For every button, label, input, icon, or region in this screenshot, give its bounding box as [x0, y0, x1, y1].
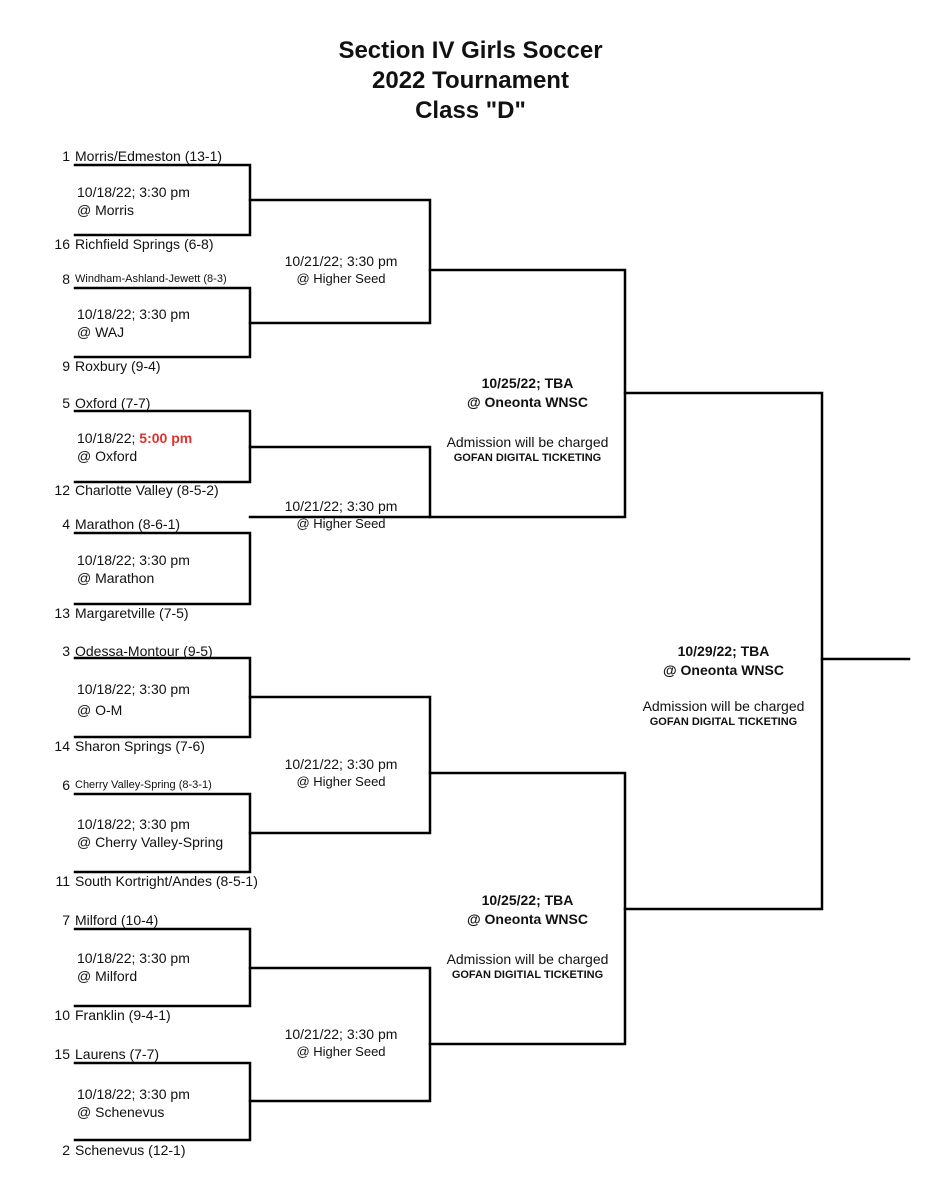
ticketing-note: GOFAN DIGITAL TICKETING: [453, 452, 602, 464]
team-name: Oxford (7-7): [75, 395, 151, 411]
game-time-highlight: 5:00 pm: [139, 430, 193, 446]
ticketing-note: GOFAN DIGITAL TICKETING: [649, 716, 798, 728]
team-name: Franklin (9-4-1): [75, 1007, 171, 1023]
seed-label: 4: [62, 516, 70, 532]
game-date: 10/18/22; 3:30 pm: [77, 552, 190, 568]
team-name: Charlotte Valley (8-5-2): [75, 482, 219, 498]
title-line-2: 2022 Tournament: [372, 67, 569, 94]
game-date-prefix: 10/18/22;: [77, 430, 140, 446]
team-name: Cherry Valley-Spring (8-3-1): [75, 779, 212, 791]
r1-game-5: 10/18/22; 3:30 pm @ O-M: [77, 679, 190, 721]
seed-label: 11: [55, 873, 70, 889]
r1-line-4: [73, 531, 252, 606]
team-name: Roxbury (9-4): [75, 358, 161, 374]
game-date: 10/21/22; 3:30 pm: [284, 498, 398, 514]
r1-game-1: 10/18/22; 3:30 pm @ Morris: [77, 183, 190, 219]
game-venue: @ Oxford: [77, 448, 138, 464]
admission-note: Admission will be charged: [446, 434, 609, 450]
seed-label: 8: [62, 271, 70, 287]
team-name: Laurens (7-7): [75, 1046, 160, 1062]
seed-label: 14: [54, 738, 70, 754]
r2-line-3: [248, 695, 432, 835]
seed-label: 1: [62, 148, 70, 164]
seed-label: 12: [54, 482, 70, 498]
semi-game-2: 10/25/22; TBA @ Oneonta WNSC Admission w…: [430, 892, 625, 981]
game-venue: @ O-M: [77, 702, 123, 718]
title-line-3: Class "D": [415, 97, 526, 124]
game-date: 10/18/22; 3:30 pm: [77, 816, 190, 832]
game-venue: @ Higher Seed: [296, 271, 386, 286]
seed-label: 7: [62, 912, 70, 928]
r1-game-3: 10/18/22; 5:00 pm @ Oxford: [77, 429, 192, 465]
game-venue: @ Higher Seed: [296, 1044, 386, 1059]
r1-game-6: 10/18/22; 3:30 pm @ Cherry Valley-Spring: [77, 815, 223, 851]
seed-label: 3: [62, 643, 70, 659]
game-date: 10/25/22; TBA: [481, 375, 574, 391]
r1-game-4: 10/18/22; 3:30 pm @ Marathon: [77, 551, 190, 587]
r2-game-1: 10/21/22; 3:30 pm @ Higher Seed: [262, 253, 420, 286]
r2-game-2: 10/21/22; 3:30 pm @ Higher Seed: [262, 498, 420, 531]
seed-label: 2: [62, 1142, 70, 1158]
team-name: Richfield Springs (6-8): [75, 236, 214, 252]
seed-label: 5: [62, 395, 70, 411]
game-date: 10/18/22; 3:30 pm: [77, 681, 190, 697]
game-venue: @ Schenevus: [77, 1104, 165, 1120]
admission-note: Admission will be charged: [642, 698, 805, 714]
admission-note: Admission will be charged: [446, 951, 609, 967]
r2-game-3: 10/21/22; 3:30 pm @ Higher Seed: [262, 756, 420, 789]
seed-label: 15: [54, 1046, 70, 1062]
game-date: 10/29/22; TBA: [677, 643, 770, 659]
r1-game-2: 10/18/22; 3:30 pm @ WAJ: [77, 305, 190, 341]
game-date: 10/21/22; 3:30 pm: [284, 253, 398, 269]
game-venue: @ Higher Seed: [296, 516, 386, 531]
team-name: Milford (10-4): [75, 912, 159, 928]
final-line: [623, 391, 824, 911]
r2-line-4: [248, 966, 432, 1103]
team-name: South Kortright/Andes (8-5-1): [75, 873, 258, 889]
r2-line-2: [248, 445, 432, 519]
r2-line-1: [248, 198, 432, 325]
game-date: 10/18/22; 3:30 pm: [77, 950, 190, 966]
game-venue: @ Milford: [77, 968, 138, 984]
final-game: 10/29/22; TBA @ Oneonta WNSC Admission w…: [625, 643, 822, 728]
title-line-1: Section IV Girls Soccer: [338, 37, 603, 64]
team-name: Margaretville (7-5): [75, 605, 189, 621]
team-name: Odessa-Montour (9-5): [75, 643, 213, 659]
game-date: 10/21/22; 3:30 pm: [284, 1026, 398, 1042]
seed-label: 10: [54, 1007, 70, 1023]
team-name: Sharon Springs (7-6): [75, 738, 205, 754]
game-venue: @ Morris: [77, 202, 134, 218]
game-venue: @ Oneonta WNSC: [663, 662, 784, 678]
ticketing-note: GOFAN DIGITIAL TICKETING: [451, 969, 604, 981]
game-date: 10/21/22; 3:30 pm: [284, 756, 398, 772]
team-name: Schenevus (12-1): [75, 1142, 186, 1158]
game-venue: @ WAJ: [77, 324, 125, 340]
team-name: Morris/Edmeston (13-1): [75, 148, 223, 164]
seed-label: 13: [54, 605, 70, 621]
seed-label: 6: [62, 777, 70, 793]
team-name: Marathon (8-6-1): [75, 516, 181, 532]
game-date: 10/18/22; 3:30 pm: [77, 1086, 190, 1102]
game-date: 10/18/22; 3:30 pm: [77, 184, 190, 200]
game-venue: @ Cherry Valley-Spring: [77, 834, 224, 850]
game-venue: @ Higher Seed: [296, 774, 386, 789]
game-venue: @ Oneonta WNSC: [467, 394, 588, 410]
r1-game-7: 10/18/22; 3:30 pm @ Milford: [77, 949, 190, 985]
game-date: 10/25/22; TBA: [481, 892, 574, 908]
game-venue: @ Marathon: [77, 570, 155, 586]
r2-game-4: 10/21/22; 3:30 pm @ Higher Seed: [262, 1026, 420, 1059]
seed-label: 16: [54, 236, 70, 252]
seed-label: 9: [62, 358, 70, 374]
game-date: 10/18/22; 5:00 pm: [77, 429, 192, 447]
game-venue: @ Oneonta WNSC: [467, 911, 588, 927]
semi-game-1: 10/25/22; TBA @ Oneonta WNSC Admission w…: [430, 375, 625, 464]
team-name: Windham-Ashland-Jewett (8-3): [75, 273, 227, 285]
r1-game-8: 10/18/22; 3:30 pm @ Schenevus: [77, 1085, 190, 1121]
game-date: 10/18/22; 3:30 pm: [77, 306, 190, 322]
